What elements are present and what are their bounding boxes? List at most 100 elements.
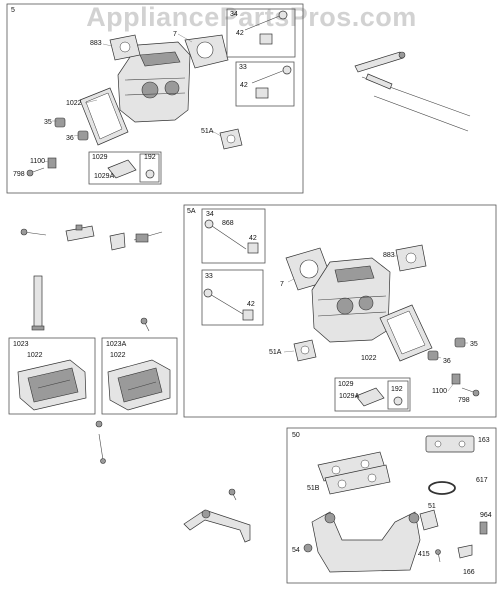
part-964[interactable]	[479, 521, 488, 535]
gasket-163[interactable]	[425, 435, 475, 453]
watermark: AppliancePartsPros.com	[86, 2, 417, 32]
box-1029	[88, 151, 162, 185]
screw-53[interactable]	[98, 433, 106, 464]
section-50-frame	[286, 427, 497, 584]
label-36: 36	[66, 135, 74, 142]
label-42: 42	[249, 235, 257, 242]
label-35: 35	[470, 341, 478, 348]
breather-1029a[interactable]	[355, 387, 385, 407]
section-1023-frame	[8, 337, 96, 415]
label-192: 192	[391, 386, 403, 393]
label-33: 33	[205, 273, 213, 280]
dipstick-tube-918[interactable]	[31, 275, 45, 331]
fitting-166[interactable]	[457, 544, 473, 559]
label-1022: 1022	[27, 352, 43, 359]
section-5: 5	[6, 3, 304, 194]
label-1022: 1022	[110, 352, 126, 359]
label-617: 617	[476, 477, 488, 484]
label-51b: 51B	[307, 485, 320, 492]
section-5-frame	[6, 3, 304, 194]
mid-left-parts	[20, 224, 163, 332]
label-1029a: 1029A	[339, 393, 360, 400]
label-192: 192	[144, 154, 156, 161]
exhaust-manifold-51[interactable]	[311, 511, 421, 573]
label-34: 34	[206, 211, 214, 218]
gasket-ring-617[interactable]	[428, 481, 456, 495]
box-33	[201, 269, 264, 326]
section-label: 50	[292, 432, 300, 439]
label-42: 42	[236, 30, 244, 37]
label-163: 163	[478, 437, 490, 444]
spark-plug-337[interactable]	[133, 231, 163, 243]
clip-654[interactable]	[95, 420, 103, 428]
intake-gasket[interactable]	[109, 34, 141, 61]
section-label: 5A	[187, 208, 196, 215]
spring-36[interactable]	[427, 350, 439, 361]
label-883: 883	[90, 40, 102, 47]
label-51a: 51A	[269, 349, 282, 356]
intake-valve-33[interactable]	[251, 65, 292, 99]
label-42: 42	[247, 301, 255, 308]
exhaust-valve-34[interactable]	[204, 219, 259, 254]
boot-635[interactable]	[109, 232, 126, 251]
section-1023a-frame	[101, 337, 178, 415]
label-1022: 1022	[66, 100, 82, 107]
valve-cover-gasket[interactable]	[379, 304, 433, 362]
section-5a: 5A	[183, 204, 497, 418]
valve-cover[interactable]	[107, 359, 171, 411]
section-50: 50	[286, 427, 497, 584]
bolt-1100[interactable]	[47, 157, 57, 169]
spring-35[interactable]	[54, 117, 66, 128]
intake-valve-33[interactable]	[203, 288, 254, 321]
label-1100: 1100	[432, 388, 447, 395]
gasket-51a[interactable]	[219, 128, 243, 150]
label-51: 51	[428, 503, 436, 510]
part-383[interactable]	[65, 224, 95, 242]
screw-914[interactable]	[140, 317, 150, 332]
cylinder-head[interactable]	[311, 257, 391, 343]
label-35: 35	[44, 119, 52, 126]
screw-415[interactable]	[435, 549, 441, 563]
intake-gasket[interactable]	[395, 244, 427, 272]
section-label: 1023	[13, 341, 29, 348]
gasket-192[interactable]	[145, 169, 155, 179]
box-34	[201, 208, 266, 264]
box-33	[235, 61, 295, 107]
cylinder-head[interactable]	[117, 41, 191, 123]
screw-929[interactable]	[228, 488, 237, 501]
label-415: 415	[418, 551, 430, 558]
label-166: 166	[463, 569, 475, 576]
screw-798[interactable]	[461, 387, 480, 397]
gasket-51a[interactable]	[293, 339, 317, 362]
bolt-13[interactable]	[20, 228, 47, 236]
gasket-51b[interactable]	[317, 451, 391, 495]
bolt-1100[interactable]	[451, 373, 461, 385]
box-34	[226, 8, 296, 58]
valve-cover[interactable]	[17, 359, 87, 411]
breather-1029a[interactable]	[107, 159, 137, 179]
valve-cover-gasket[interactable]	[79, 87, 129, 146]
box-192	[387, 380, 409, 410]
label-7: 7	[173, 31, 177, 38]
pushrod-1026a[interactable]	[373, 95, 469, 132]
exhaust-valve-34[interactable]	[244, 10, 288, 45]
head-gasket[interactable]	[184, 34, 229, 69]
label-36: 36	[443, 358, 451, 365]
pushrods-and-tubes	[354, 51, 471, 132]
label-1100: 1100	[30, 158, 45, 165]
gasket-sq[interactable]	[419, 509, 439, 531]
pushrod-1026[interactable]	[361, 73, 471, 117]
nut-54[interactable]	[303, 543, 313, 553]
label-33: 33	[239, 64, 247, 71]
spring-35[interactable]	[454, 337, 466, 348]
bracket-213[interactable]	[183, 509, 251, 543]
label-964: 964	[480, 512, 492, 519]
bottom-left-parts	[95, 420, 251, 543]
gasket-192[interactable]	[393, 396, 403, 406]
label-883: 883	[383, 252, 395, 259]
pushrod-tube-45[interactable]	[354, 51, 406, 73]
spring-36[interactable]	[77, 130, 89, 141]
section-label: 1023A	[106, 341, 127, 348]
leaders-5a	[283, 255, 468, 392]
screw-798[interactable]	[26, 167, 45, 177]
